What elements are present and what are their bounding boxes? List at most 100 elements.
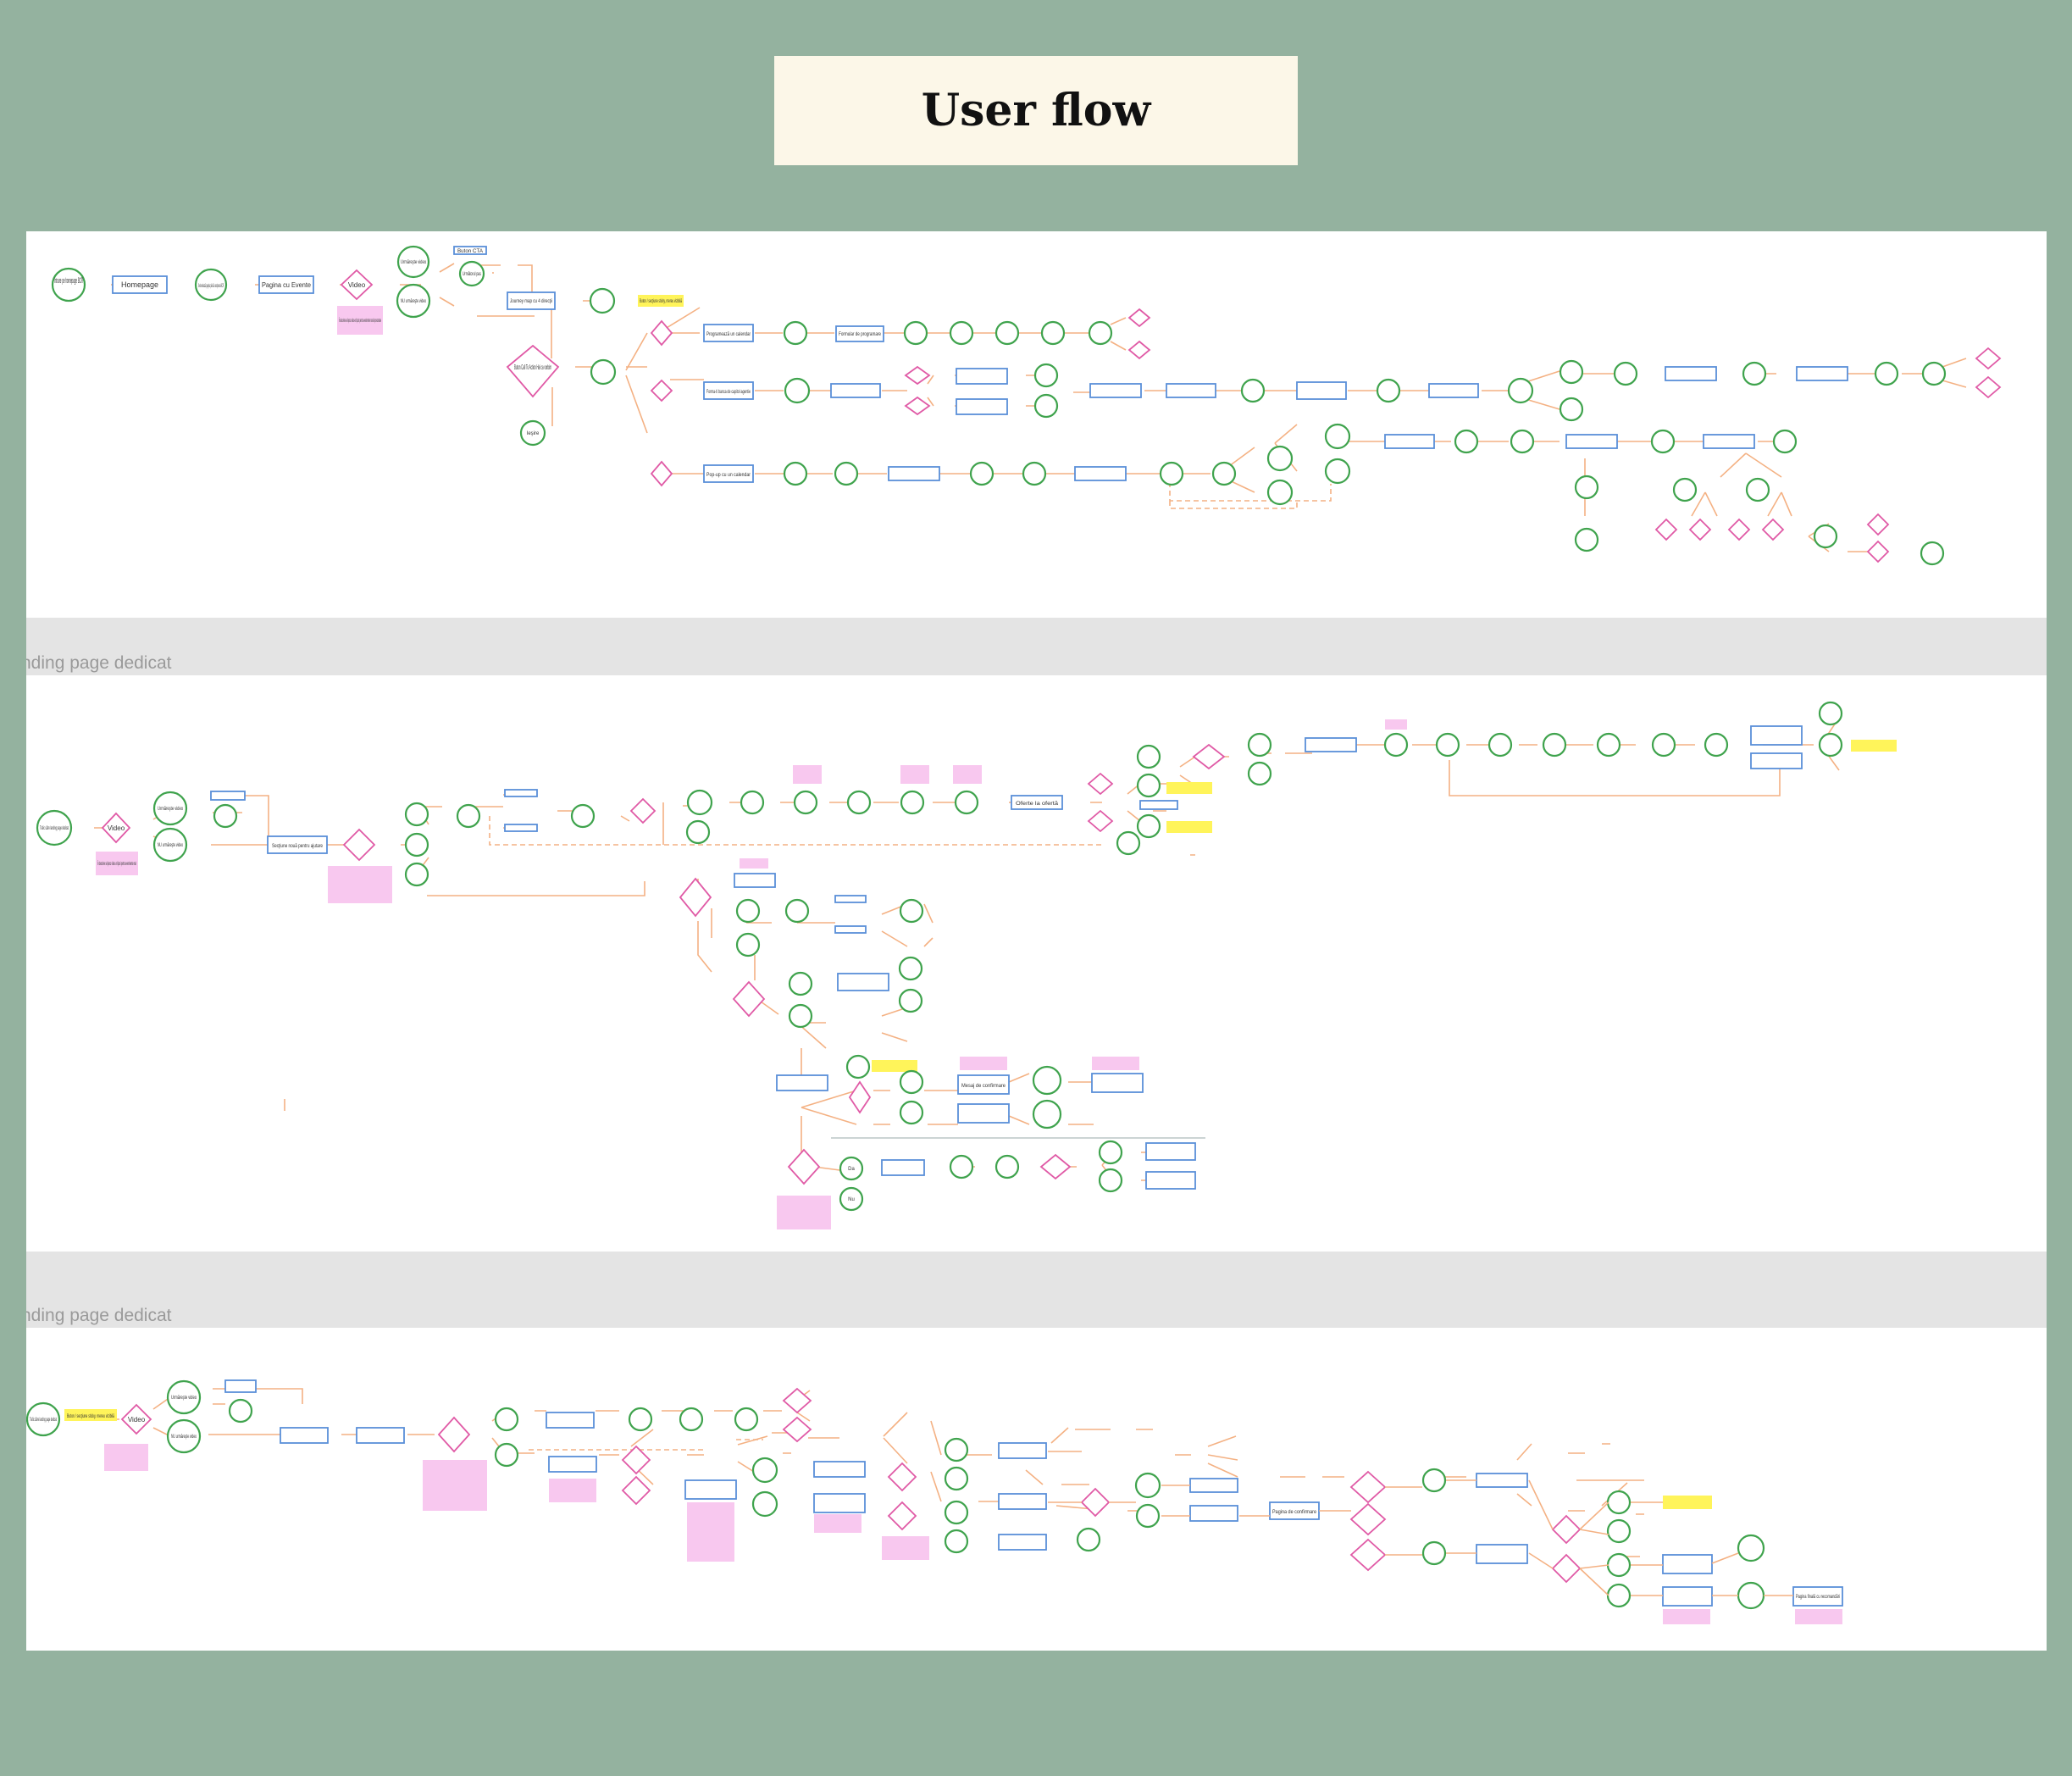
flow2-node-be (839, 1186, 864, 1212)
flow3-node-g (628, 1407, 653, 1432)
flow3-pink-note (104, 1444, 148, 1471)
flow1-c-node-19 (1650, 429, 1676, 454)
flow3-decision-9 (1349, 1470, 1387, 1504)
flow1-c-node-5 (1022, 461, 1047, 486)
flow2-node-bk (1145, 1142, 1196, 1161)
flow3-decision-6 (887, 1462, 917, 1492)
flow3-decision-4 (621, 1445, 651, 1475)
section-separator-1: nding page dedicat (26, 618, 2047, 675)
flow3-node-v (1076, 1527, 1101, 1552)
flow2-node-e (504, 789, 538, 797)
flow3-node-e (546, 1412, 595, 1429)
flow3-node-k (751, 1457, 778, 1484)
flow3-node-p (944, 1466, 969, 1491)
flow1-b-node-17 (1665, 366, 1717, 381)
flow1-b-node-16 (1613, 361, 1638, 386)
flow1-c-node-13 (1384, 434, 1435, 449)
flow2-video-label: Video (108, 824, 125, 832)
flow2-confirm-label: Mesaj de confirmare (961, 1084, 1006, 1089)
flow1-c-end-3 (1727, 518, 1751, 541)
flow2-node-bh (994, 1154, 1020, 1179)
flow1-b-node-9 (1240, 378, 1266, 403)
flow3-node-ac (1476, 1473, 1528, 1488)
flow3-confirm-label: Pagina de confirmare (1272, 1510, 1317, 1515)
flow2-pink-note-text: În descriere se lipesc video-uri tipuri … (97, 861, 136, 867)
flow2-yellow-note-3 (1851, 740, 1897, 752)
flow3-node-u (998, 1534, 1047, 1551)
flow1-a-end-2 (1127, 340, 1151, 360)
flow2-node-u (1247, 732, 1272, 758)
separator-label-2: nding page dedicat (26, 1306, 172, 1325)
flow3-decision-1 (437, 1416, 471, 1453)
flow1-c-node-4 (969, 461, 994, 486)
flow2-node-am (834, 895, 867, 903)
flow3-pink-note-2 (423, 1460, 487, 1511)
flow2-node-aj (735, 898, 761, 924)
flow2-step1-decision (342, 828, 376, 862)
flow1-row-b-decision (650, 379, 673, 402)
flow2-step1-node (267, 835, 328, 854)
flow1-page-label: Pagina cu Evente (262, 281, 312, 289)
flow2-video-decision (101, 812, 131, 844)
flow1-scroll-node (194, 268, 228, 302)
flow2-step2-label: Oferte la ofertă (1016, 802, 1059, 807)
flow1-journey-label: Journey map cu 4 direcţii (510, 299, 552, 304)
flow3-node-ad (1476, 1544, 1528, 1564)
flow2-node-i (685, 819, 711, 845)
flow1-c-node-9 (1266, 445, 1294, 472)
flow1-c-node-3 (888, 466, 940, 481)
flow1-b-node-11 (1376, 378, 1401, 403)
flow1-video-label: Video (348, 281, 366, 289)
flow3-node-s (998, 1442, 1047, 1459)
flow3-start-label: Trafic către landing page dedicat (30, 1418, 57, 1423)
flow2-start-label: Trafic către landing page dedicat (40, 826, 69, 831)
flow3-decision-7 (887, 1501, 917, 1531)
flow1-a-node-6 (1040, 320, 1066, 346)
flow1-a-node-1 (783, 320, 808, 346)
flow2-node-bl (1145, 1171, 1196, 1190)
flow2-node-ap (788, 971, 813, 996)
flow2-pink-note-4 (900, 765, 929, 784)
flow2-decision-7 (732, 980, 766, 1018)
flow3-decision-8 (1080, 1487, 1111, 1518)
flow3-node-ag (1606, 1552, 1632, 1578)
flow1-step-node (589, 287, 616, 314)
flow1-row-b-node (703, 381, 754, 400)
section-separator-2: nding page dedicat (26, 1252, 2047, 1328)
flow3-node-r (944, 1529, 969, 1554)
flow2-node-ag (1818, 701, 1843, 726)
flow1-b-node-10 (1296, 381, 1347, 400)
flow2-node-o (1011, 795, 1063, 810)
flow1-nowatch-node (396, 283, 431, 319)
flow2-node-w (1305, 737, 1357, 752)
flow2-step1-label: Secţiune nouă pentru ajutare (272, 844, 324, 849)
flow1-a-node-2 (835, 325, 884, 342)
page-title: User flow (921, 85, 1151, 136)
flow3-node-z (1189, 1505, 1238, 1522)
flow1-b-node-4 (956, 398, 1008, 415)
flow2-pink-note-6 (1385, 719, 1407, 730)
flow3-pink-note-4 (687, 1502, 734, 1562)
flow2-pink-note-8 (960, 1057, 1007, 1070)
flow2-node-ah (1818, 732, 1843, 758)
flow3-decision-13 (1551, 1553, 1582, 1584)
flow2-node-s (1139, 800, 1178, 810)
flow1-a-node-3 (903, 320, 928, 346)
flow3-decision-2 (782, 1387, 812, 1414)
flow2-node-p (1116, 830, 1141, 856)
flow-board-2: Trafic către landing page dedicat Video … (26, 675, 2047, 1252)
flow1-start-label: Intrare pe homepage BCR (54, 276, 83, 285)
flow2-node-x (1383, 732, 1409, 758)
flow2-node-g (570, 803, 596, 829)
flow3-node-m (813, 1461, 866, 1478)
flow1-a-node-4 (949, 320, 974, 346)
flow2-node-b (404, 832, 429, 857)
flow1-start-node (51, 267, 86, 302)
flow1-b-end-1 (1975, 347, 2002, 370)
flow3-node-w (1134, 1472, 1161, 1499)
flow3-node-l (751, 1490, 778, 1518)
title-card: User flow (774, 56, 1298, 165)
flow1-a-node-5 (994, 320, 1020, 346)
flow2-node-aq (788, 1003, 813, 1029)
flow1-pink-note (337, 306, 383, 335)
